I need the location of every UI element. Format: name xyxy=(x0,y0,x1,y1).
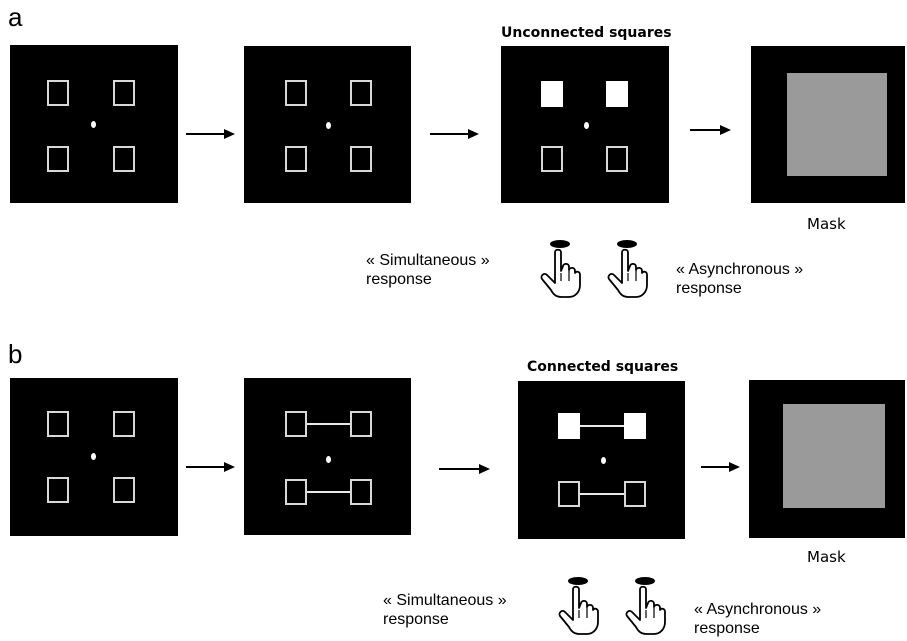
filled-square xyxy=(558,413,580,439)
response-text: response xyxy=(366,271,432,288)
outline-square xyxy=(350,479,372,505)
fixation-dot xyxy=(326,122,331,129)
mask-patch xyxy=(783,404,885,508)
outline-square xyxy=(113,146,135,172)
right-arrow-icon xyxy=(186,462,235,472)
panel-b-label: b xyxy=(8,339,23,369)
filled-square xyxy=(606,81,628,107)
mask-caption-a: Mask xyxy=(807,215,846,233)
mask-frame-a xyxy=(751,46,905,203)
panel-a-label: a xyxy=(8,2,23,32)
pointing-hand-icon xyxy=(625,577,666,635)
outline-square xyxy=(558,481,580,507)
simultaneous-text: « Simultaneous » xyxy=(383,592,507,609)
outline-square xyxy=(285,411,307,437)
asynchronous-label-b: « Asynchronous » response xyxy=(694,600,821,638)
outline-square xyxy=(285,479,307,505)
response-text: response xyxy=(676,280,742,297)
connector-line xyxy=(580,425,624,427)
outline-square xyxy=(47,477,69,503)
outline-square xyxy=(47,411,69,437)
mask-frame-b xyxy=(749,380,905,538)
simultaneous-label-b: « Simultaneous » response xyxy=(383,591,507,629)
target-frame-a xyxy=(501,46,669,203)
fixation-dot xyxy=(601,457,606,464)
outline-square xyxy=(47,80,69,106)
stimulus-frame-1b xyxy=(10,378,178,536)
outline-square xyxy=(541,146,563,172)
response-text: response xyxy=(694,620,760,637)
fixation-dot xyxy=(326,456,331,463)
mask-patch xyxy=(787,73,887,176)
outline-square xyxy=(624,481,646,507)
outline-square xyxy=(47,146,69,172)
connector-line xyxy=(307,423,350,425)
mask-caption-b: Mask xyxy=(807,548,846,566)
outline-square xyxy=(285,80,307,106)
stimulus-frame-2a xyxy=(244,46,411,203)
right-arrow-icon xyxy=(690,125,731,135)
outline-square xyxy=(350,411,372,437)
right-arrow-icon xyxy=(186,129,235,139)
simultaneous-label-a: « Simultaneous » response xyxy=(366,251,490,289)
simultaneous-text: « Simultaneous » xyxy=(366,252,490,269)
outline-square xyxy=(113,411,135,437)
pointing-hand-icon xyxy=(540,240,581,298)
pointing-hand-icon xyxy=(607,240,648,298)
fixation-dot xyxy=(584,122,589,129)
filled-square xyxy=(624,413,646,439)
target-caption-a: Unconnected squares xyxy=(501,25,672,41)
filled-square xyxy=(541,81,563,107)
right-arrow-icon xyxy=(701,462,740,472)
right-arrow-icon xyxy=(430,129,479,139)
connector-line xyxy=(307,491,350,493)
stimulus-frame-1a xyxy=(10,45,178,203)
pointing-hand-icon xyxy=(558,577,599,635)
outline-square xyxy=(113,477,135,503)
target-frame-b xyxy=(518,381,685,539)
asynchronous-text: « Asynchronous » xyxy=(676,261,804,278)
outline-square xyxy=(350,146,372,172)
asynchronous-label-a: « Asynchronous » response xyxy=(676,260,803,298)
target-caption-b: Connected squares xyxy=(527,359,679,375)
outline-square xyxy=(350,80,372,106)
fixation-dot xyxy=(91,121,96,128)
right-arrow-icon xyxy=(439,464,490,474)
outline-square xyxy=(113,80,135,106)
asynchronous-text: « Asynchronous » xyxy=(694,601,822,618)
stimulus-frame-2b xyxy=(244,378,411,535)
outline-square xyxy=(285,146,307,172)
outline-square xyxy=(606,146,628,172)
fixation-dot xyxy=(91,453,96,460)
connector-line xyxy=(580,493,624,495)
response-text: response xyxy=(383,611,449,628)
